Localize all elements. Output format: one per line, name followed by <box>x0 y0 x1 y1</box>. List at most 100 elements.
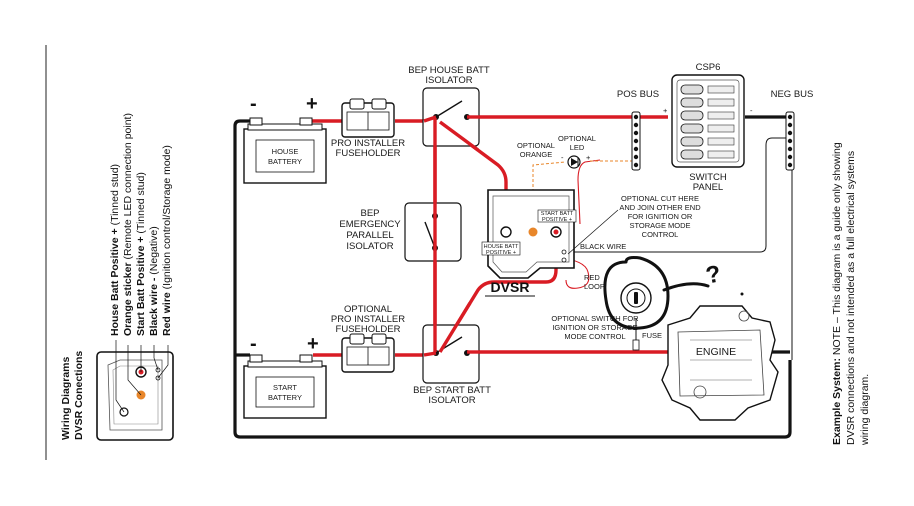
optional-orange-label-1: OPTIONAL <box>517 141 555 150</box>
thin-red-wiring <box>557 159 601 289</box>
csp6-label: CSP6 <box>696 62 721 73</box>
red-loop-label-2: LOOP <box>584 282 605 291</box>
cut-note-1: OPTIONAL CUT HERE <box>621 194 699 203</box>
house-battery: HOUSE BATTERY - + <box>243 93 327 184</box>
red-overlay <box>423 115 480 357</box>
switch-panel-label-2: PANEL <box>693 182 723 193</box>
house-batt-isolator: BEP HOUSE BATT ISOLATOR <box>408 65 490 147</box>
dvsr-house-tag-2: POSITIVE + <box>486 250 516 256</box>
house-isolator-label-1: BEP HOUSE BATT <box>408 65 490 76</box>
pro-fuse-bottom-label-2: FUSEHOLDER <box>336 324 401 335</box>
example-system-note: Example System: NOTE – This diagram is a… <box>831 142 871 446</box>
legend-black-wire: Black wire - (Negative) <box>148 226 160 336</box>
pos-bus-label: POS BUS <box>617 89 659 100</box>
ignition-switch: FUSE <box>620 282 662 351</box>
pro-fuse-bottom-label-1: PRO INSTALLER <box>331 314 405 325</box>
emergency-label-4: ISOLATOR <box>346 241 393 252</box>
left-panel-subtitle: DVSR Conections <box>73 351 85 440</box>
legend-red-wire: Red wire (Ignition control/Storage mode) <box>161 145 173 336</box>
switch-panel-csp6: CSP6 SWITCH PANEL + - <box>663 62 753 193</box>
cut-note-5: CONTROL <box>642 230 679 239</box>
start-isolator-label-1: BEP START BATT <box>413 385 491 396</box>
dvsr-start-tag-2: POSITIVE + <box>542 217 572 223</box>
legend-start-batt: Start Batt Positive + (Tinned stud) <box>135 172 147 336</box>
fuse-label: FUSE <box>642 331 662 340</box>
dvsr-start-tag-1: START BATT <box>541 211 574 217</box>
legend-house-batt: House Batt Positive + (Tinned stud) <box>109 164 121 336</box>
dvsr-unit: START BATT POSITIVE + HOUSE BATT POSITIV… <box>481 189 577 297</box>
emergency-label-3: PARALLEL <box>346 230 393 241</box>
house-isolator-to-dvsr-house-wire <box>438 120 508 232</box>
led-label-1: OPTIONAL <box>558 134 596 143</box>
pro-fuse-bottom-label-0: OPTIONAL <box>344 304 392 315</box>
note-line-3: wiring diagram. <box>859 374 871 446</box>
house-battery-plus: + <box>306 93 318 115</box>
switch-panel-minus: - <box>750 106 753 115</box>
dvsr-black-wire <box>570 137 787 253</box>
red-loop-label-1: RED <box>584 273 600 282</box>
negative-outer-loop <box>233 119 792 439</box>
pro-fuseholder-top: PRO INSTALLER FUSEHOLDER <box>331 98 405 159</box>
house-battery-label-2: BATTERY <box>268 157 302 166</box>
led-positive-wire <box>577 159 601 225</box>
house-battery-label-1: HOUSE <box>272 147 299 156</box>
pro-fuseholder-bottom: OPTIONAL PRO INSTALLER FUSEHOLDER <box>331 304 405 373</box>
dvsr-mini-body <box>96 351 174 441</box>
start-isolator-to-dvsr-start-wire <box>438 232 558 353</box>
start-isolator-label-2: ISOLATOR <box>428 395 475 406</box>
note-line-1: Example System: NOTE – This diagram is a… <box>831 142 843 445</box>
dvsr-legend: House Batt Positive + (Tinned stud) Oran… <box>109 113 173 336</box>
left-panel-title-group: Wiring Diagrams DVSR Conections <box>60 351 85 440</box>
cut-note-4: STORAGE MODE <box>629 221 690 230</box>
dvsr-label: DVSR <box>491 279 530 295</box>
led-minus: - <box>561 153 564 162</box>
switch-rows <box>680 84 735 160</box>
start-battery-label-2: BATTERY <box>268 393 302 402</box>
switch-note-2: IGNITION OR STORAGE <box>552 323 637 332</box>
house-isolator-label-2: ISOLATOR <box>425 75 472 86</box>
black-wiring <box>233 115 792 439</box>
note-line-2: DVSR connections and not intended as a f… <box>845 151 857 445</box>
black-wire-label: BLACK WIRE <box>580 242 626 251</box>
switch-note-3: MODE CONTROL <box>564 332 625 341</box>
pro-fuse-top-label-1: PRO INSTALLER <box>331 138 405 149</box>
switch-panel-label-1: SWITCH <box>689 172 727 183</box>
dvsr-orange-sticker <box>528 227 538 237</box>
neg-bus: NEG BUS <box>771 89 814 171</box>
hand-drawn-annotation <box>603 256 744 330</box>
emergency-label-1: BEP <box>360 208 379 219</box>
scribble-line <box>662 282 710 292</box>
emergency-label-2: EMERGENCY <box>339 219 401 230</box>
neg-bus-label: NEG BUS <box>771 89 814 100</box>
dvsr-house-tag-1: HOUSE BATT <box>484 244 519 250</box>
cut-note-2: AND JOIN OTHER END <box>619 203 701 212</box>
scribble-question-mark: ? <box>704 260 723 289</box>
fuse-icon <box>632 339 640 351</box>
emergency-parallel-isolator: BEP EMERGENCY PARALLEL ISOLATOR <box>339 202 462 262</box>
engine-outline <box>661 305 779 421</box>
led-plus: + <box>586 153 591 162</box>
engine: ENGINE <box>661 305 779 421</box>
legend-orange-sticker: Orange sticker (Remote LED connection po… <box>122 113 134 336</box>
start-battery-minus: - <box>250 333 257 355</box>
cut-note-3: FOR IGNITION OR <box>628 212 693 221</box>
start-batt-isolator: BEP START BATT ISOLATOR <box>413 324 491 406</box>
cut-note: OPTIONAL CUT HERE AND JOIN OTHER END FOR… <box>567 194 701 255</box>
start-battery: START BATTERY - + <box>243 333 327 419</box>
pos-bus: POS BUS <box>617 89 659 171</box>
left-panel-title: Wiring Diagrams <box>60 357 72 440</box>
dvsr-house-stud <box>500 226 512 238</box>
house-battery-minus: - <box>250 93 257 115</box>
scribble-circle <box>603 256 670 330</box>
pro-fuse-top-label-2: FUSEHOLDER <box>336 148 401 159</box>
led-label-2: LED <box>570 143 585 152</box>
switch-note-1: OPTIONAL SWITCH FOR <box>551 314 639 323</box>
start-battery-label-1: START <box>273 383 297 392</box>
engine-label: ENGINE <box>696 346 736 358</box>
red-loop-wire <box>557 257 590 289</box>
switch-panel-plus: + <box>663 106 668 115</box>
start-battery-plus: + <box>307 333 319 355</box>
switch-note: OPTIONAL SWITCH FOR IGNITION OR STORAGE … <box>551 314 639 341</box>
dvsr-mini-illustration <box>96 340 174 441</box>
